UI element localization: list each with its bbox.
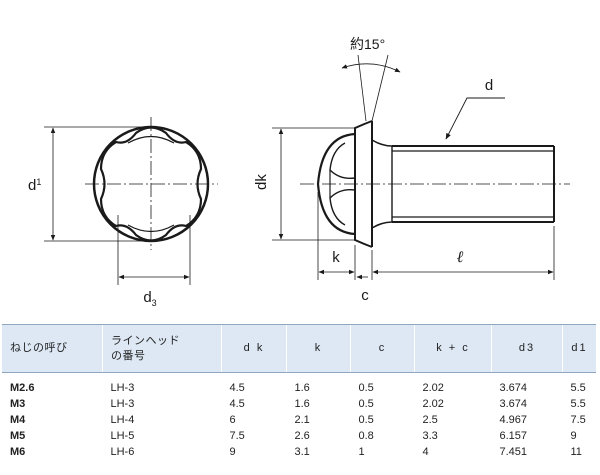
cell-d1: 5.5 (570, 398, 586, 410)
d3-dimension (117, 215, 191, 285)
cell-d1: 11 (570, 446, 582, 458)
d1-dimension (44, 126, 151, 242)
cell-d1: 9 (570, 430, 577, 442)
header-c: c (350, 324, 415, 373)
cell-c: 1 (358, 446, 365, 458)
d-leader (445, 97, 505, 140)
header-dk: d k (221, 324, 287, 373)
header-bit-number: ラインヘッド の番号 (102, 324, 222, 373)
table-row: M5 LH-5 7.5 2.6 0.8 3.3 6.157 9 (2, 428, 596, 444)
cell-k-plus-c: 2.02 (422, 382, 444, 394)
d3-label: d3 (143, 289, 156, 308)
cell-c: 0.5 (358, 414, 374, 426)
cell-size: M3 (10, 398, 26, 410)
cell-k-plus-c: 2.5 (422, 414, 438, 426)
k-dimension (317, 192, 356, 280)
cell-k-plus-c: 4 (422, 446, 429, 458)
cell-dk: 4.5 (229, 382, 245, 394)
header-k-plus-c: k + c (414, 324, 492, 373)
cell-k: 2.1 (294, 414, 310, 426)
l-label: ℓ (457, 247, 464, 266)
spec-table: ねじの呼び ラインヘッド の番号 d k k c k + c d3 d1 M2.… (2, 324, 596, 464)
header-d1: d1 (562, 324, 596, 373)
cell-k: 2.6 (294, 430, 310, 442)
cell-c: 0.5 (358, 398, 374, 410)
header-d3: d3 (491, 324, 563, 373)
table-header-row: ねじの呼び ラインヘッド の番号 d k k c k + c d3 d1 (2, 324, 596, 373)
cell-d3: 3.674 (499, 382, 528, 394)
cell-dk: 7.5 (229, 430, 245, 442)
angle-label: 約15° (350, 36, 385, 52)
cell-k: 1.6 (294, 398, 310, 410)
cell-k: 3.1 (294, 446, 310, 458)
cell-bit: LH-3 (110, 398, 135, 410)
dk-label: dk (253, 174, 270, 190)
l-dimension (371, 226, 555, 280)
table-row: M4 LH-4 6 2.1 0.5 2.5 4.967 7.5 (2, 412, 596, 428)
table-row: M3 LH-3 4.5 1.6 0.5 2.02 3.674 5.5 (2, 396, 596, 412)
cell-d3: 6.157 (499, 430, 528, 442)
cell-size: M5 (10, 430, 26, 442)
cell-d3: 7.451 (499, 446, 528, 458)
c-label: c (361, 287, 369, 304)
hexalobe-recess (99, 126, 203, 242)
cell-d3: 3.674 (499, 398, 528, 410)
cell-k-plus-c: 2.02 (422, 398, 444, 410)
cell-k: 1.6 (294, 382, 310, 394)
cell-d3: 4.967 (499, 414, 528, 426)
header-thread-size: ねじの呼び (2, 324, 103, 373)
dk-dimension (272, 127, 355, 241)
cell-dk: 4.5 (229, 398, 245, 410)
screw-technical-drawing: d1 d3 dk (28, 36, 570, 308)
cell-bit: LH-3 (110, 382, 135, 394)
cell-dk: 9 (229, 446, 236, 458)
cell-bit: LH-6 (110, 446, 135, 458)
cell-k-plus-c: 3.3 (422, 430, 438, 442)
top-view-centerlines (85, 117, 218, 250)
cell-bit: LH-4 (110, 414, 135, 426)
k-label: k (332, 249, 340, 266)
cell-c: 0.8 (358, 430, 374, 442)
cell-dk: 6 (229, 414, 236, 426)
header-k: k (286, 324, 351, 373)
cell-size: M6 (10, 446, 26, 458)
cell-c: 0.5 (358, 382, 374, 394)
cell-d1: 5.5 (570, 382, 586, 394)
cell-bit: LH-5 (110, 430, 135, 442)
angle-annotation (341, 54, 401, 122)
cell-size: M2.6 (10, 382, 35, 394)
cell-d1: 7.5 (570, 414, 586, 426)
cell-size: M4 (10, 414, 26, 426)
table-row: M6 LH-6 9 3.1 1 4 7.451 11 (2, 444, 596, 464)
table-row: M2.6 LH-3 4.5 1.6 0.5 2.02 3.674 5.5 (2, 373, 596, 397)
d1-label: d1 (28, 177, 41, 194)
d-label: d (485, 77, 493, 94)
